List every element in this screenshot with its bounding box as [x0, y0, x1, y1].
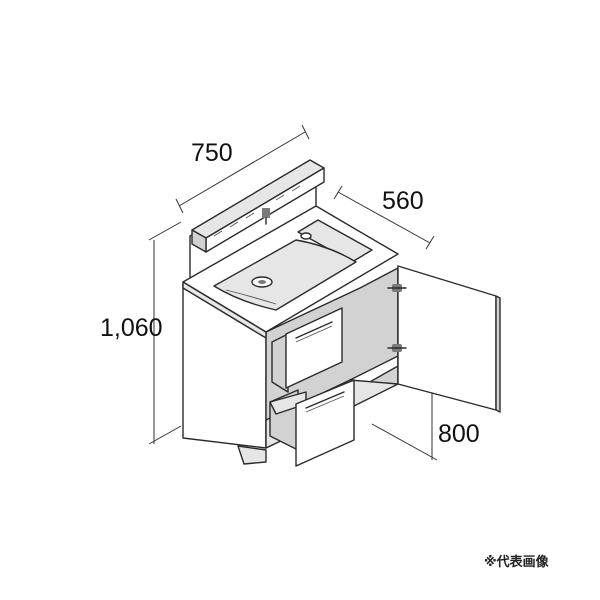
shelf-rail-side	[191, 229, 207, 253]
door-edge	[495, 295, 501, 413]
drawers	[269, 307, 355, 467]
depth-dimension-label: 560	[382, 187, 424, 215]
backsplash	[189, 159, 325, 283]
lower-drawer-front	[295, 379, 355, 467]
countertop-edge	[182, 281, 267, 339]
width-dimension-label: 750	[191, 139, 233, 167]
countertop	[182, 205, 399, 339]
lower-drawer-handle	[305, 391, 345, 409]
popup-knob-icon	[300, 232, 312, 240]
door-panel	[397, 265, 497, 411]
upper-drawer-side	[271, 333, 289, 393]
representative-image-note: ※代表画像	[484, 554, 550, 570]
upper-drawer-handle	[295, 321, 333, 339]
cabinet-door	[387, 265, 501, 413]
height-dimension-label: 1,060	[100, 314, 163, 342]
basin-bowl	[213, 239, 357, 311]
faucet-icon	[262, 208, 270, 218]
counter-height-dimension-label: 800	[438, 420, 480, 448]
cabinet-plinth	[237, 445, 267, 465]
